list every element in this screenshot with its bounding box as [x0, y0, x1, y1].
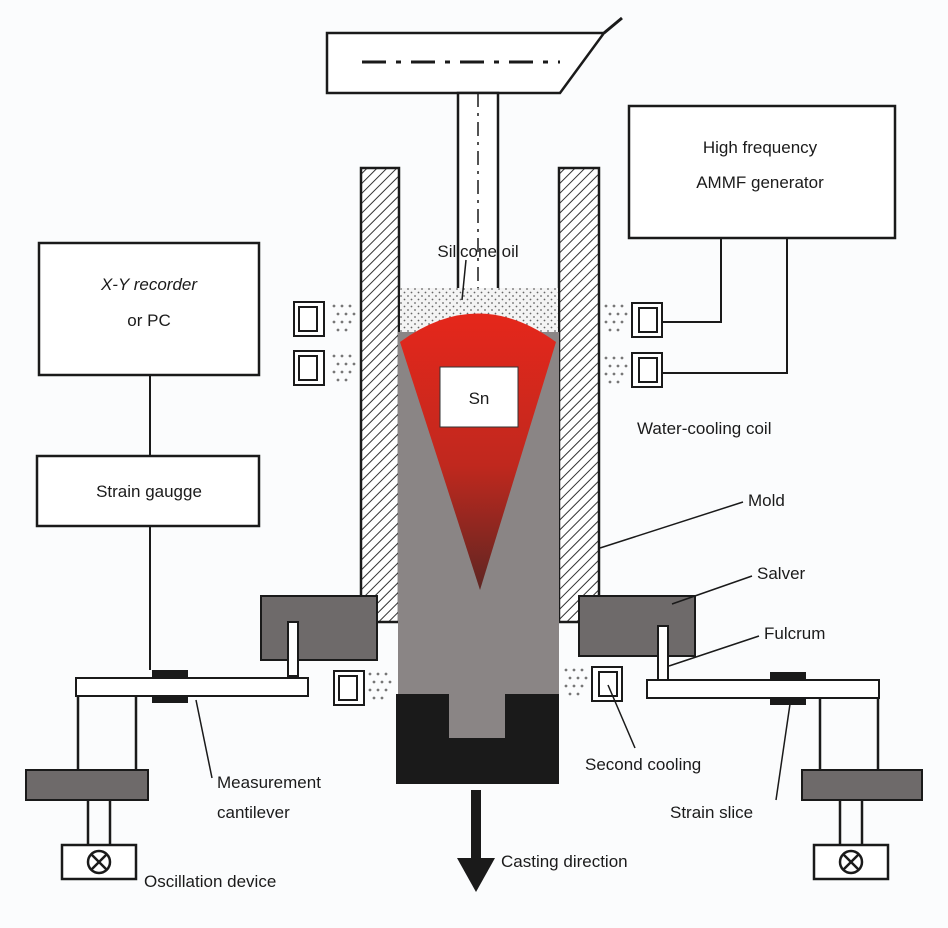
hf-wire-1 [662, 238, 722, 323]
leader-lines [195, 259, 791, 801]
oscillation-motor-icon-right [838, 849, 864, 875]
measurement-cantilever-left [75, 677, 309, 697]
xy-recorder-label-2: or PC [127, 311, 170, 330]
mold-wall-right [557, 166, 601, 624]
hf-generator-box [627, 104, 897, 240]
measurement-cantilever-label-2: cantilever [217, 803, 290, 822]
oscillation-motor-icon-left [86, 849, 112, 875]
xy-recorder-label-1: X-Y recorder [100, 275, 198, 294]
strain-slice-right-top [770, 672, 806, 680]
casting-direction-arrow [457, 790, 495, 892]
coil-right-1 [631, 302, 663, 338]
sn-label: Sn [469, 389, 490, 408]
fulcrum-label: Fulcrum [764, 624, 825, 643]
second-cooling-right [591, 666, 623, 702]
xy-recorder-box [37, 241, 261, 377]
salver-right [578, 595, 696, 657]
strain-slice-label: Strain slice [670, 803, 753, 822]
measurement-cantilever-right [646, 679, 880, 699]
oscillation-assembly-left [25, 696, 149, 881]
hf-generator-label-1: High frequency [703, 138, 818, 157]
measurement-cantilever-label-1: Measurement [217, 773, 321, 792]
hf-wire-2 [662, 238, 788, 374]
mold-label: Mold [748, 491, 785, 510]
casting-direction-label: Casting direction [501, 852, 628, 871]
strain-slice-right-bottom [770, 698, 806, 705]
strain-gauge-label: Strain gaugge [96, 482, 202, 501]
second-cooling-label: Second cooling [585, 755, 701, 774]
cooling-coils [293, 301, 663, 706]
strain-gauge-box [35, 454, 261, 528]
mold-wall-left [359, 166, 401, 624]
salver-label: Salver [757, 564, 806, 583]
fulcrum-left [287, 621, 299, 677]
salver-left [260, 595, 378, 661]
strain-slice-left-bottom [152, 696, 188, 703]
silicone-oil-label: Silicone oil [437, 242, 518, 261]
oscillation-assembly-right [801, 698, 923, 881]
strain-slice-left-top [152, 670, 188, 678]
water-cooling-coil-label: Water-cooling coil [637, 419, 771, 438]
fulcrum-right [657, 625, 669, 681]
oscillation-device-label: Oscillation device [144, 872, 276, 891]
coil-right-2 [631, 352, 663, 388]
hf-generator-label-2: AMMF generator [696, 173, 824, 192]
second-cooling-left [333, 670, 365, 706]
coil-left-1 [293, 301, 325, 337]
coil-left-2 [293, 350, 325, 386]
